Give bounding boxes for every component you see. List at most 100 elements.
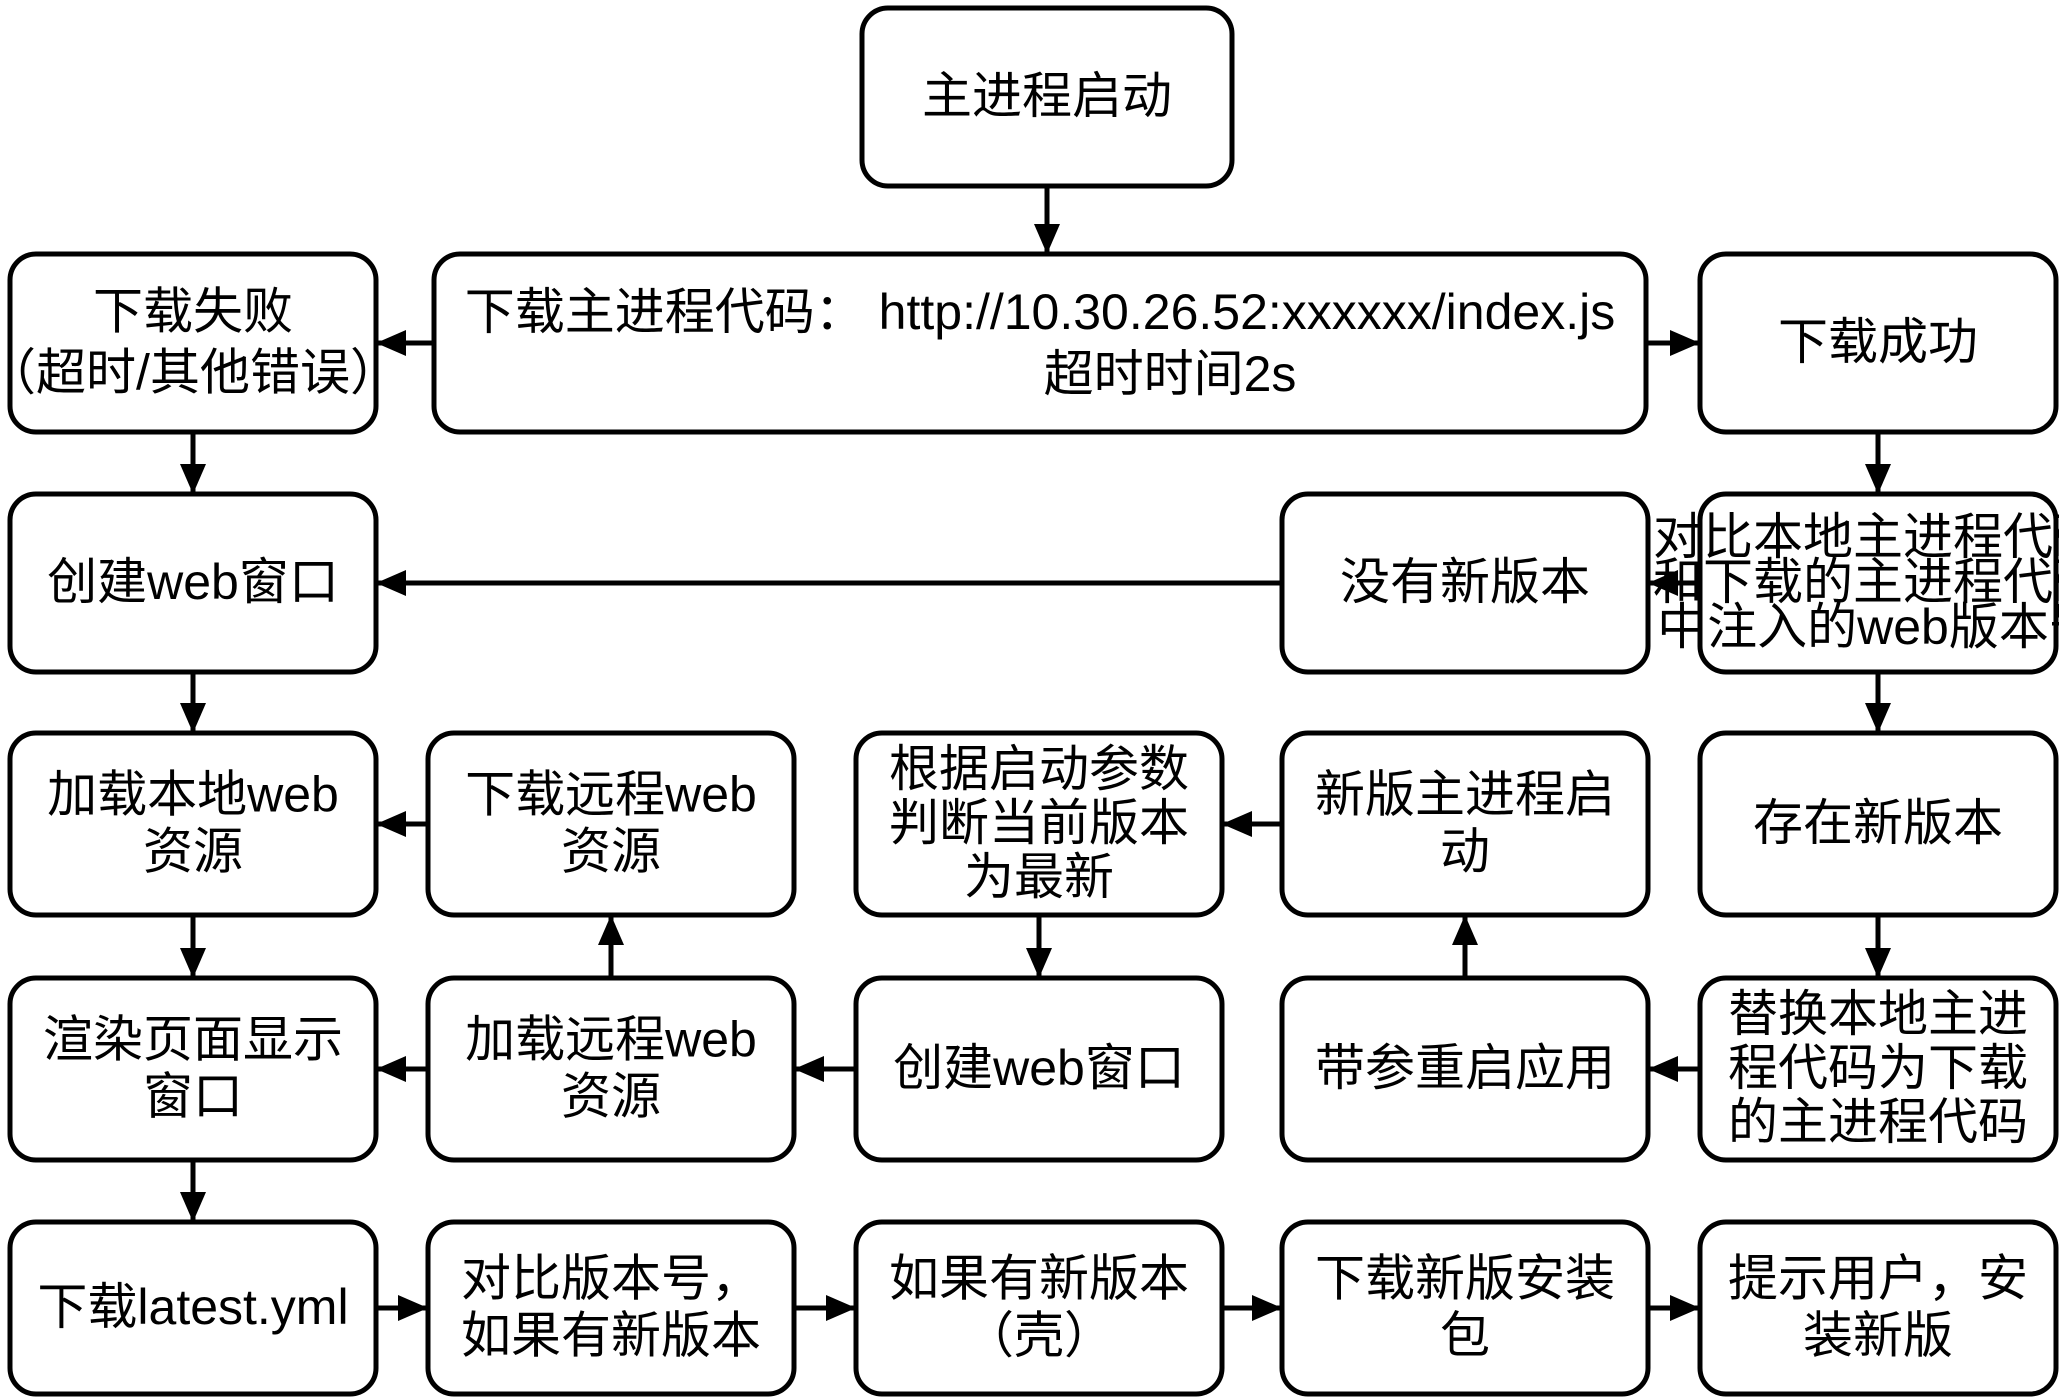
node-line: 判断当前版本 (889, 795, 1189, 851)
edge-latestyml-to-compare (376, 1295, 428, 1321)
node-download-failed[interactable]: 下载失败（超时/其他错误） (0, 251, 400, 435)
node-main-process-start[interactable]: 主进程启动 (859, 5, 1235, 189)
node-line: 包 (1440, 1308, 1490, 1364)
edge-download-to-failed (376, 330, 434, 356)
node-line: 中注入的web版本号 (1657, 599, 2059, 655)
arrow-head (180, 703, 206, 733)
arrow-head (376, 811, 406, 837)
edge-success-to-compare (1865, 432, 1891, 494)
node-line: 提示用户，安 (1728, 1251, 2028, 1307)
node-create-web-window-mid[interactable]: 创建web窗口 (853, 975, 1225, 1163)
arrow-head (598, 915, 624, 945)
node-line: 创建web窗口 (893, 1040, 1185, 1096)
node-line: 下载远程web (465, 767, 757, 823)
node-line: 下载latest.yml (37, 1279, 348, 1335)
edges-layer (180, 186, 1891, 1321)
node-create-web-window-left[interactable]: 创建web窗口 (7, 491, 379, 675)
arrow-head (1865, 464, 1891, 494)
node-if-new-shell-version[interactable]: 如果有新版本（壳） (853, 1219, 1225, 1397)
node-box-new-main-process-start (1279, 730, 1651, 918)
node-line: 下载成功 (1778, 314, 1978, 370)
node-box-download-new-installer (1279, 1219, 1651, 1397)
edge-judge-to-createwindow-mid (1026, 915, 1052, 978)
node-box-download-failed (7, 251, 379, 435)
node-line: 和下载的主进程代码 (1653, 554, 2059, 610)
node-box-main-process-start (859, 5, 1235, 189)
node-box-download-success (1697, 251, 2059, 435)
arrow-head (1026, 948, 1052, 978)
arrow-head (1670, 330, 1700, 356)
arrow-head (180, 1192, 206, 1222)
node-line: 如果有新版本 (461, 1308, 761, 1364)
edge-noversion-to-createwindow (376, 570, 1282, 596)
node-download-main-code[interactable]: 下载主进程代码： http://10.30.26.52:xxxxxx/index… (431, 251, 1649, 435)
node-box-judge-current-version (853, 730, 1225, 918)
arrow-head (1865, 948, 1891, 978)
edge-downloadpkg-to-prompt (1648, 1295, 1700, 1321)
node-line: 下载主进程代码： http://10.30.26.52:xxxxxx/index… (465, 284, 1615, 340)
node-restart-with-args[interactable]: 带参重启应用 (1279, 975, 1651, 1163)
node-box-load-remote-web-resource (425, 975, 797, 1163)
node-line: 替换本地主进 (1728, 986, 2028, 1042)
edge-replace-to-restart (1648, 1056, 1700, 1082)
arrow-head (180, 464, 206, 494)
node-line: 窗口 (143, 1069, 243, 1125)
node-no-new-version[interactable]: 没有新版本 (1279, 491, 1651, 675)
node-download-success[interactable]: 下载成功 (1697, 251, 2059, 435)
node-compare-version-number[interactable]: 对比版本号，如果有新版本 (425, 1219, 797, 1397)
node-line: 对比本地主进程代码 (1653, 509, 2059, 565)
edge-newmain-to-judge (1222, 811, 1282, 837)
node-download-latest-yml[interactable]: 下载latest.yml (7, 1219, 379, 1397)
node-box-download-main-code (431, 251, 1649, 435)
node-line: 动 (1440, 824, 1490, 880)
node-line: 新版主进程启 (1315, 767, 1615, 823)
edge-loadlocal-to-render (180, 915, 206, 978)
node-line: 对比版本号， (461, 1251, 761, 1307)
arrow-head (1452, 915, 1478, 945)
edge-compare-to-ifnew (794, 1295, 856, 1321)
edge-render-to-latestyml (180, 1160, 206, 1222)
node-line: 渲染页面显示 (43, 1012, 343, 1068)
node-box-compare-version-number (425, 1219, 797, 1397)
node-box-if-new-shell-version (853, 1219, 1225, 1397)
node-line: 加载远程web (465, 1012, 757, 1068)
arrow-head (1865, 703, 1891, 733)
node-line: 带参重启应用 (1315, 1040, 1615, 1096)
arrow-head (180, 948, 206, 978)
node-line: 下载失败 (93, 284, 293, 340)
node-box-replace-local-main-code (1697, 975, 2059, 1163)
node-box-render-page-window (7, 975, 379, 1163)
node-line: 没有新版本 (1340, 554, 1590, 610)
node-box-create-web-window-mid (853, 975, 1225, 1163)
node-line: 为最新 (964, 849, 1114, 905)
node-box-has-new-version (1697, 730, 2059, 918)
node-box-download-latest-yml (7, 1219, 379, 1397)
arrow-head (1648, 570, 1678, 596)
arrow-head (826, 1295, 856, 1321)
edge-restart-to-newmain (1452, 915, 1478, 978)
node-has-new-version[interactable]: 存在新版本 (1697, 730, 2059, 918)
edge-compare-to-hasversion (1865, 672, 1891, 733)
node-line: 程代码为下载 (1728, 1040, 2028, 1096)
node-box-prompt-user-install (1697, 1219, 2059, 1397)
node-box-load-local-web-resource (7, 730, 379, 918)
node-box-create-web-window-left (7, 491, 379, 675)
edge-loadremote-to-downremote (598, 915, 624, 978)
node-line: （超时/其他错误） (0, 345, 400, 401)
node-line: 资源 (561, 824, 661, 880)
arrow-head (794, 1056, 824, 1082)
node-line: 资源 (561, 1069, 661, 1125)
node-line: 装新版 (1803, 1308, 1953, 1364)
